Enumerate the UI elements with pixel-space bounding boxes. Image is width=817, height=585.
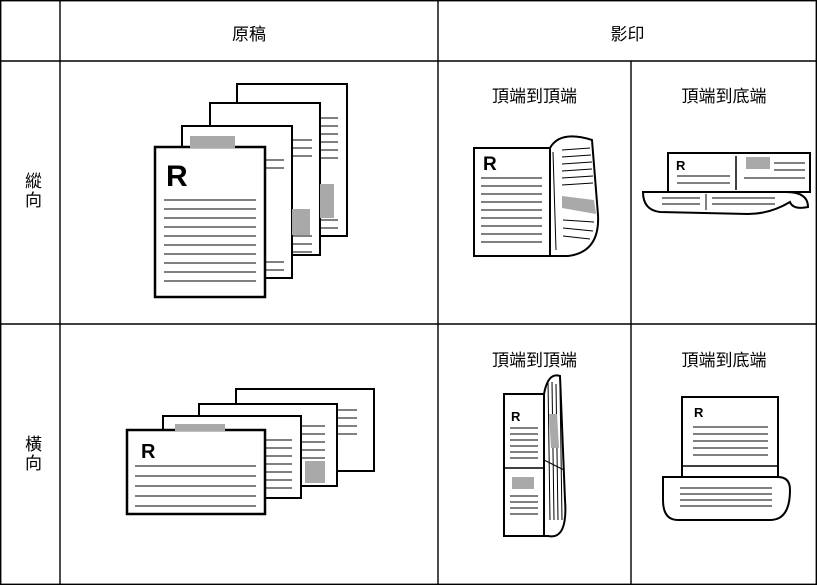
svg-text:R: R xyxy=(694,405,704,420)
page-letter: R xyxy=(166,160,188,193)
portrait-copy-top-to-top-illustration: R xyxy=(473,135,600,257)
header-copy: 影印 xyxy=(610,25,645,45)
portrait-copy-top-to-bottom-illustration: R xyxy=(641,152,811,216)
svg-text:R: R xyxy=(483,154,497,175)
landscape-original-stack-illustration: R xyxy=(125,388,375,516)
landscape-copy-top-to-top-illustration: R xyxy=(503,374,567,538)
row-label-landscape: 橫向 xyxy=(21,435,41,473)
portrait-original-stack-illustration: R xyxy=(153,83,348,299)
svg-text:R: R xyxy=(511,409,521,424)
svg-text:R: R xyxy=(141,441,156,463)
landscape-top-to-bottom-label: 頂端到底端 xyxy=(681,351,767,371)
svg-text:R: R xyxy=(676,158,686,173)
portrait-top-to-bottom-label: 頂端到底端 xyxy=(681,87,767,107)
landscape-top-to-top-label: 頂端到頂端 xyxy=(492,351,577,371)
row-label-portrait: 縱向 xyxy=(21,172,41,210)
header-original: 原稿 xyxy=(232,25,266,45)
portrait-top-to-top-label: 頂端到頂端 xyxy=(492,87,577,107)
landscape-copy-top-to-bottom-illustration: R xyxy=(662,396,792,521)
